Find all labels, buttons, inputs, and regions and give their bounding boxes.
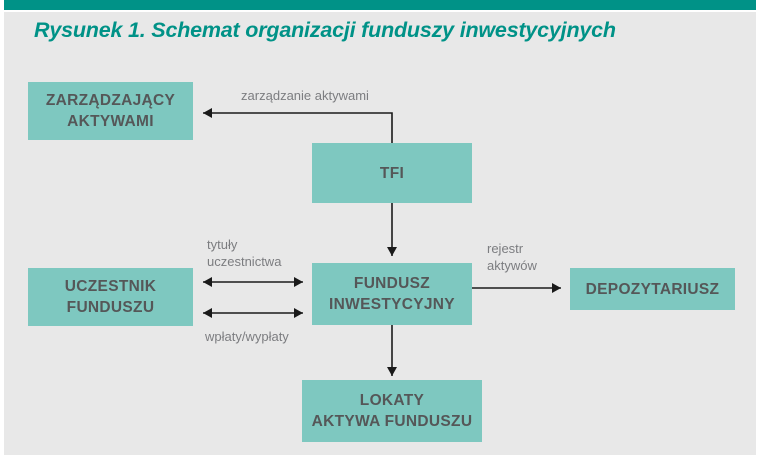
- node-zarzadzajacy-aktywami[interactable]: ZARZĄDZAJĄCY AKTYWAMI: [28, 82, 193, 140]
- edge-label-wplaty-wyplaty: wpłaty/wypłaty: [205, 329, 289, 344]
- node-uczestnik-funduszu[interactable]: UCZESTNIK FUNDUSZU: [28, 268, 193, 326]
- top-rule-divider: [4, 0, 756, 10]
- edge-label-rejestr-aktywow: rejestr aktywów: [487, 241, 537, 273]
- node-fundusz-inwestycyjny[interactable]: FUNDUSZ INWESTYCYJNY: [312, 263, 472, 325]
- edge-label-tytuly-uczestnictwa: tytuły uczestnictwa: [207, 237, 282, 269]
- node-tfi[interactable]: TFI: [312, 143, 472, 203]
- node-lokaty-aktywa-funduszu[interactable]: LOKATY AKTYWA FUNDUSZU: [302, 380, 482, 442]
- edge-label-zarzadzanie-aktywami: zarządzanie aktywami: [241, 88, 369, 103]
- figure-title: Rysunek 1. Schemat organizacji funduszy …: [34, 18, 616, 42]
- node-depozytariusz[interactable]: DEPOZYTARIUSZ: [570, 268, 735, 310]
